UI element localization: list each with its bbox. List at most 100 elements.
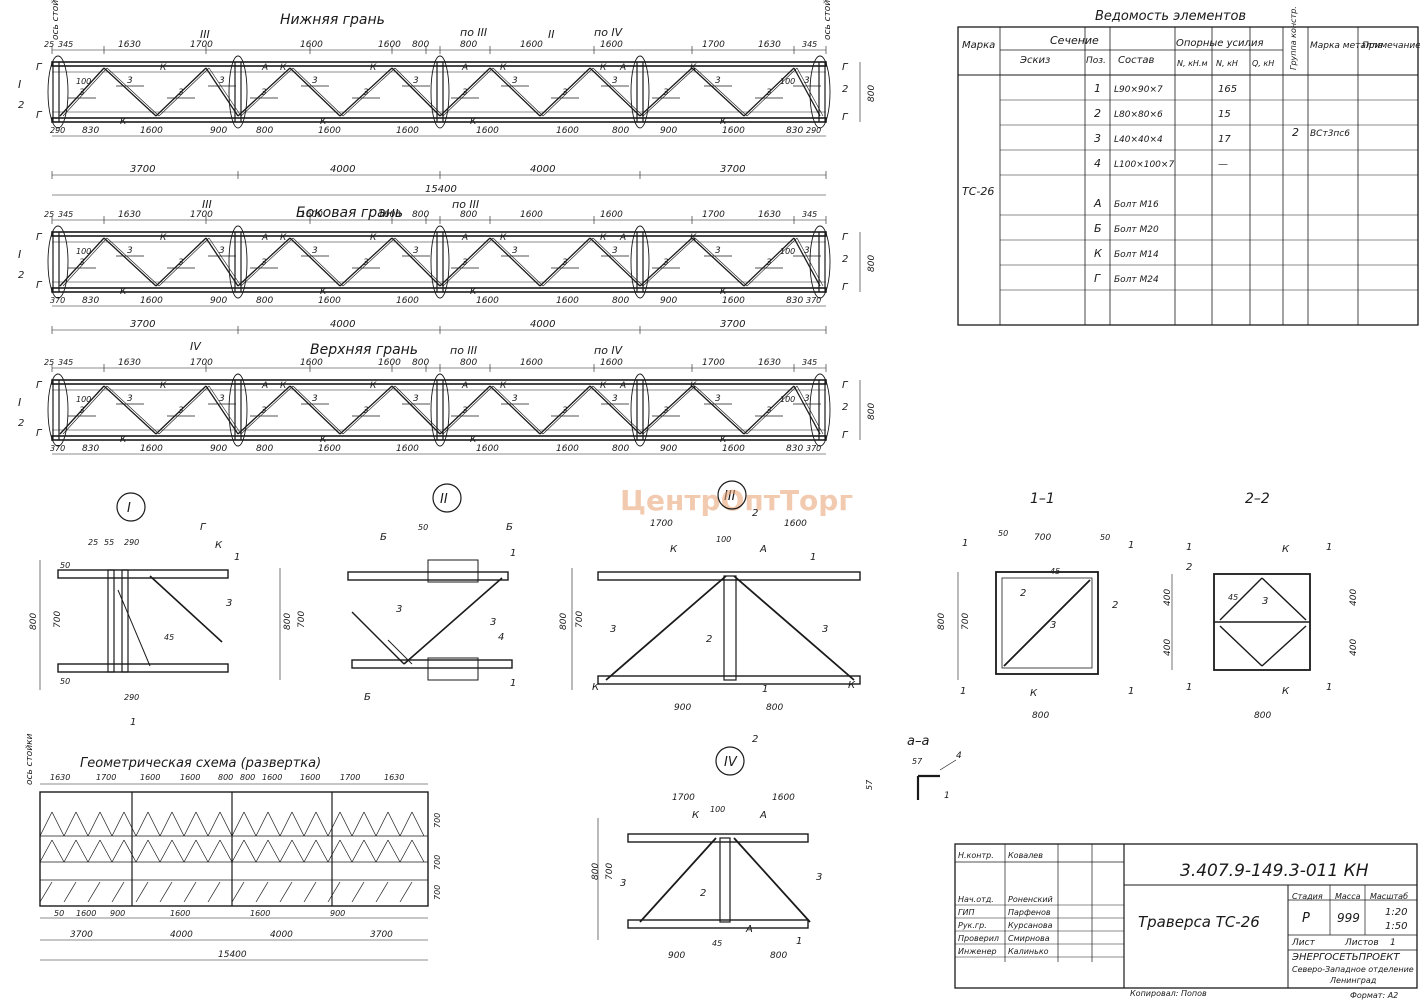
top-joint-callout <box>228 373 248 447</box>
geom-diag <box>267 839 281 863</box>
side-dim-100: 100 <box>76 247 91 256</box>
geom-dim-700: 700 <box>433 885 442 900</box>
top-label-2: 2 <box>18 418 24 429</box>
spec-h-comp: Состав <box>1118 55 1155 66</box>
bottom-label-a: А <box>261 63 268 73</box>
geom-diag <box>195 811 209 837</box>
detail2-dim-50: 50 <box>418 523 428 532</box>
top-dim-bottom-text: 800 <box>612 444 629 454</box>
geom-diag <box>75 811 89 837</box>
sheet-border <box>954 843 1418 989</box>
side-pos3-label: 3 <box>127 246 133 256</box>
top-diagonal-edge <box>492 385 544 435</box>
geom-diag <box>399 811 413 837</box>
side-dim-edge: 345 <box>58 210 73 219</box>
top-dim-top-text: 1600 <box>600 358 623 368</box>
detail4-dim-800b: 800 <box>770 951 787 961</box>
geom-diag <box>387 839 401 863</box>
side-dim-bottom-text: 830 <box>82 296 99 306</box>
secaa-dim-57: 57 <box>912 757 923 766</box>
bottom-face-title: Нижняя грань <box>280 12 385 28</box>
detail1-dim-55: 55 <box>104 538 114 547</box>
top-dim-100: 100 <box>76 395 91 404</box>
top-face-title: Верхняя грань <box>310 342 418 358</box>
detail4-label-3: 3 <box>816 872 822 883</box>
spec-h-mark: Марка <box>962 40 995 51</box>
bottom-label-g: Г <box>842 62 849 73</box>
detail1-dim-290: 290 <box>124 693 139 702</box>
mass-value: 999 <box>1337 911 1360 925</box>
detail-circle-1 <box>116 492 146 522</box>
side-chord-top <box>51 231 827 237</box>
sec11-frame <box>995 571 1099 675</box>
stamp-name: Смирнова <box>1008 934 1050 943</box>
side-label-k: К <box>280 233 287 243</box>
bottom-diagonal-edge <box>542 67 594 117</box>
geom-dim-top-text: 800 <box>240 773 255 782</box>
top-pos3-label: 3 <box>462 406 468 416</box>
sec22-label-1: 1 <box>1326 542 1332 553</box>
detail3-dim-800b: 800 <box>766 703 783 713</box>
geom-diag <box>63 881 77 903</box>
top-chord-bottom <box>51 435 827 441</box>
bottom-label-k: К <box>320 117 327 127</box>
detail4-label-a: А <box>745 924 753 935</box>
top-label-2: 2 <box>842 402 848 413</box>
detail-label-1: I <box>127 501 131 516</box>
detail2-diagonal <box>403 577 503 665</box>
geom-diag <box>399 839 413 863</box>
spec-row-comp: L100×100×7 <box>1114 160 1174 170</box>
detail3-section-mark: 2 <box>752 508 758 519</box>
geom-dim-700: 700 <box>433 855 442 870</box>
detail3-label-3: 3 <box>822 624 828 635</box>
side-diagonal <box>339 237 393 287</box>
detail-label-4: IV <box>724 755 738 770</box>
geom-diag <box>351 881 365 903</box>
detail1-dim-50: 50 <box>60 677 70 686</box>
top-pos3-label: 3 <box>127 394 133 404</box>
sec22-dim-45: 45 <box>1228 593 1238 602</box>
top-diagonal <box>391 385 441 435</box>
bottom-label-k: К <box>500 63 507 73</box>
detail1-label-1: 1 <box>234 552 240 563</box>
bottom-dim-bottom-text: 830 <box>82 126 99 136</box>
stamp-role: Инженер <box>958 947 997 956</box>
geom-dim-top-text: 1630 <box>50 773 70 782</box>
geom-diag <box>159 839 173 863</box>
top-diagonal <box>439 385 491 435</box>
bottom-pos3-label: 3 <box>127 76 133 86</box>
callout-po4-c: по IV <box>594 344 624 357</box>
detail1-top-chord <box>57 569 229 579</box>
spec-h-n2: N, кН <box>1216 59 1238 68</box>
top-dim-e25: 25 <box>44 358 54 367</box>
side-label-a: А <box>461 233 468 243</box>
top-dim-top-text: 1700 <box>702 358 725 368</box>
spec-h-metal: Марка металла <box>1310 41 1383 51</box>
top-dim-bottom-text: 1600 <box>318 444 341 454</box>
geom-diag <box>255 881 269 903</box>
geom-dim-text: 900 <box>110 909 125 918</box>
spec-row-comp: Болт М16 <box>1114 200 1159 210</box>
side-diagonal-edge <box>796 237 824 287</box>
detail4-dim-1600: 1600 <box>772 793 795 803</box>
detail3-label-3: 3 <box>610 624 616 635</box>
side-dim-bottom-text: 1600 <box>396 296 419 306</box>
sec11-frame-inner <box>1001 577 1093 669</box>
side-dim-height-text: 800 <box>867 255 877 272</box>
detail3-label-1: 1 <box>762 684 768 695</box>
side-pos3-label: 3 <box>512 246 518 256</box>
spec-row-force: 165 <box>1218 84 1237 95</box>
top-dim-bottom-text: 1600 <box>556 444 579 454</box>
side-pos3-label: 3 <box>663 258 669 268</box>
geom-diag <box>327 881 341 903</box>
geom-span-text: 4000 <box>170 930 193 940</box>
detail4-dim-900: 900 <box>668 951 685 961</box>
sec11-dim-700h: 700 <box>1034 533 1051 543</box>
stamp-name: Курсанова <box>1008 921 1053 930</box>
span-dim-text: 3700 <box>130 319 155 330</box>
stamp-name: Парфенов <box>1008 908 1051 917</box>
bottom-diagonal-edge <box>62 67 108 117</box>
geom-diag <box>279 881 293 903</box>
spec-row-comp: L90×90×7 <box>1114 85 1163 95</box>
side-label-k: К <box>160 233 167 243</box>
